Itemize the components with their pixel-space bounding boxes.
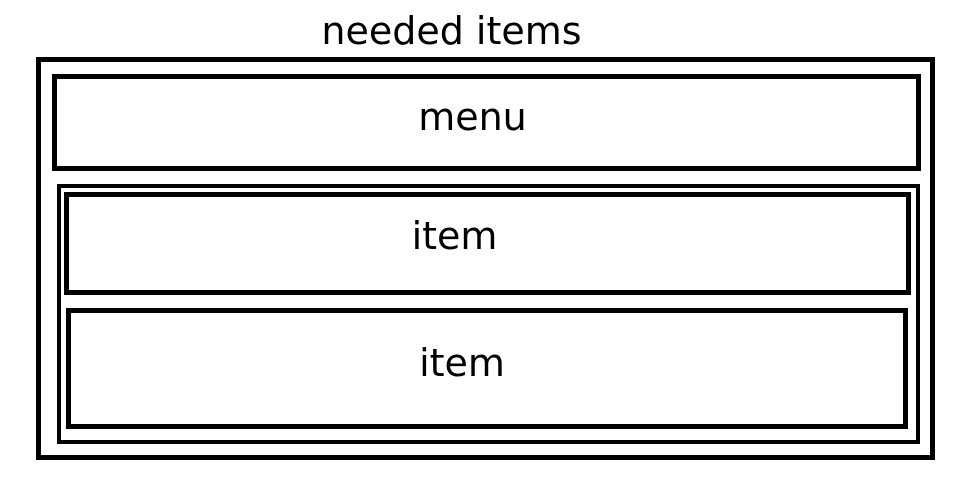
item-box-1: item [64, 192, 911, 295]
menu-box: menu [52, 74, 921, 171]
item-label-2: item [419, 340, 505, 385]
outer-container [36, 57, 935, 460]
items-container [57, 184, 920, 444]
diagram-title: needed items [321, 9, 582, 53]
item-label-1: item [411, 213, 498, 258]
menu-label: menu [418, 94, 527, 139]
item-box-2: item [66, 308, 908, 429]
